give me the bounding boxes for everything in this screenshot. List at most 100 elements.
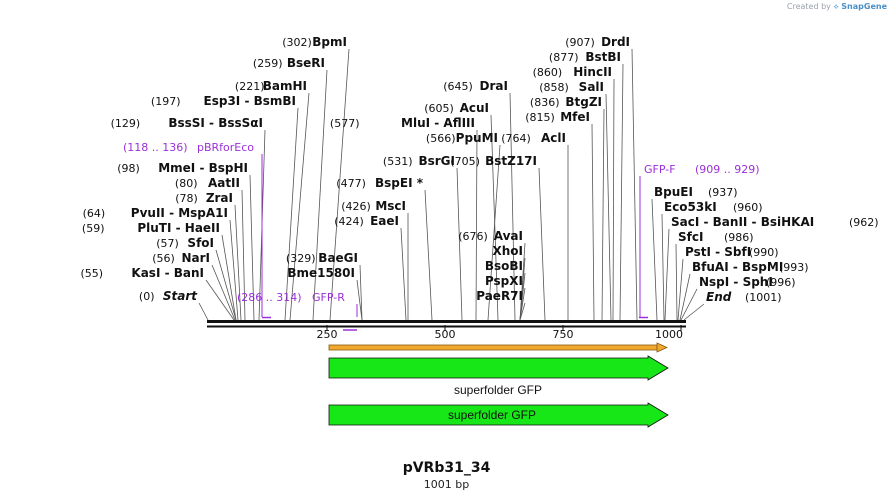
enzyme-site-position: (221): [235, 80, 265, 93]
enzyme-site-label: BseRI: [287, 56, 325, 70]
enzyme-site-label: End: [706, 290, 732, 304]
site-connector: [211, 264, 236, 321]
enzyme-site-label: PluTI - HaeII: [137, 221, 220, 235]
enzyme-site-label: AclI: [541, 131, 566, 145]
enzyme-site-position: (962): [849, 216, 879, 229]
enzyme-site-label: Esp3I - BsmBI: [204, 94, 296, 108]
site-connector: [683, 303, 705, 321]
enzyme-site-label: BstZ17I: [485, 154, 537, 168]
site-connector: [490, 114, 499, 321]
enzyme-site-position: (836): [530, 96, 560, 109]
enzyme-site-label: AatII: [208, 176, 240, 190]
enzyme-site-label: EaeI: [370, 214, 399, 228]
enzyme-site-label: PvuII - MspA1I: [131, 206, 228, 220]
enzyme-site-position: (1001): [745, 291, 782, 304]
orf-arrow: [328, 342, 668, 353]
enzyme-site-label: DraI: [480, 79, 508, 93]
axis-tick-label: 1000: [655, 328, 683, 341]
enzyme-site-position: (302): [282, 36, 312, 49]
site-connector: [664, 228, 670, 321]
enzyme-site-position: (80): [175, 177, 198, 190]
axis-tick-label: 250: [317, 328, 338, 341]
primer-range: (118 .. 136): [123, 141, 188, 154]
enzyme-site-position: (764): [501, 132, 531, 145]
enzyme-site-label: MfeI: [560, 110, 590, 124]
enzyme-site-label: PstI - SbfI: [685, 245, 751, 259]
enzyme-site-position: (877): [549, 51, 579, 64]
enzyme-site-label: BsrGI: [418, 154, 455, 168]
site-connector: [605, 93, 612, 321]
enzyme-site-position: (197): [151, 95, 181, 108]
site-connector: [400, 227, 407, 321]
site-connector: [509, 92, 516, 321]
enzyme-site-label: PspXI: [485, 274, 523, 288]
snapgene-logo-icon: ⟡: [833, 2, 839, 11]
enzyme-site-label: Bme1580I: [287, 266, 355, 280]
site-connector: [229, 219, 239, 321]
enzyme-site-label: MmeI - BspHI: [158, 161, 248, 175]
feature-arrow-2: [328, 402, 669, 428]
enzyme-site-position: (937): [708, 186, 738, 199]
site-connector: [221, 234, 237, 321]
enzyme-site-label: SfcI: [678, 230, 703, 244]
enzyme-site-position: (129): [111, 117, 141, 130]
enzyme-site-label: BpmI: [312, 35, 347, 49]
feature-arrow-1: [328, 355, 669, 381]
enzyme-site-position: (645): [443, 80, 473, 93]
site-connector: [356, 279, 363, 321]
credit-brand: SnapGene: [841, 2, 887, 11]
site-connector: [487, 144, 501, 321]
enzyme-site-position: (815): [525, 111, 555, 124]
enzyme-site-label: BtgZI: [565, 95, 602, 109]
enzyme-site-position: (960): [733, 201, 763, 214]
enzyme-site-position: (993): [779, 261, 809, 274]
site-connector: [359, 264, 363, 321]
site-connector: [329, 48, 350, 321]
enzyme-site-label: NspI - SphI: [699, 275, 773, 289]
enzyme-site-label: PpuMI: [456, 131, 498, 145]
enzyme-site-position: (986): [724, 231, 754, 244]
site-connector: [456, 167, 463, 321]
enzyme-site-position: (605): [424, 102, 454, 115]
enzyme-site-label: SalI: [579, 80, 604, 94]
enzyme-site-position: (98): [117, 162, 140, 175]
enzyme-site-position: (996): [766, 276, 796, 289]
site-connector: [284, 107, 299, 321]
site-connector: [519, 302, 526, 321]
enzyme-site-position: (78): [175, 192, 198, 205]
enzyme-site-label: NarI: [181, 251, 210, 265]
enzyme-site-position: (59): [82, 222, 105, 235]
enzyme-site-label: HincII: [573, 65, 612, 79]
enzyme-site-label: SfoI: [187, 236, 214, 250]
primer-label: pBRforEco: [197, 141, 254, 154]
enzyme-site-position: (64): [83, 207, 106, 220]
enzyme-site-label: BpuEI: [654, 185, 693, 199]
enzyme-site-position: (858): [539, 81, 569, 94]
site-connector: [289, 92, 310, 321]
enzyme-site-label: BfuAI - BspMI: [692, 260, 783, 274]
site-connector: [631, 48, 638, 321]
site-connector: [475, 129, 478, 321]
site-connector: [249, 174, 255, 321]
enzyme-site-label: AvaI: [494, 229, 523, 243]
sequence-backbone: [207, 320, 686, 328]
enzyme-site-position: (531): [383, 155, 413, 168]
enzyme-site-label: SacI - BanII - BsiHKAI: [671, 215, 814, 229]
enzyme-site-label: DrdI: [601, 35, 630, 49]
enzyme-site-label: Start: [163, 289, 198, 303]
credit-prefix: Created by: [786, 2, 831, 11]
enzyme-site-position: (577): [330, 117, 360, 130]
enzyme-site-position: (329): [286, 252, 316, 265]
site-connector: [241, 189, 246, 321]
enzyme-site-position: (477): [336, 177, 366, 190]
map-title: pVRb31_34: [402, 460, 491, 476]
enzyme-site-label: BspEI *: [375, 176, 424, 190]
site-connector: [679, 273, 691, 321]
site-connector: [424, 189, 433, 321]
enzyme-site-label: MluI - AflIII: [401, 116, 475, 130]
enzyme-site-label: KasI - BanI: [131, 266, 204, 280]
site-connector: [677, 258, 684, 321]
site-connector: [651, 198, 658, 321]
enzyme-site-label: MscI: [375, 199, 406, 213]
